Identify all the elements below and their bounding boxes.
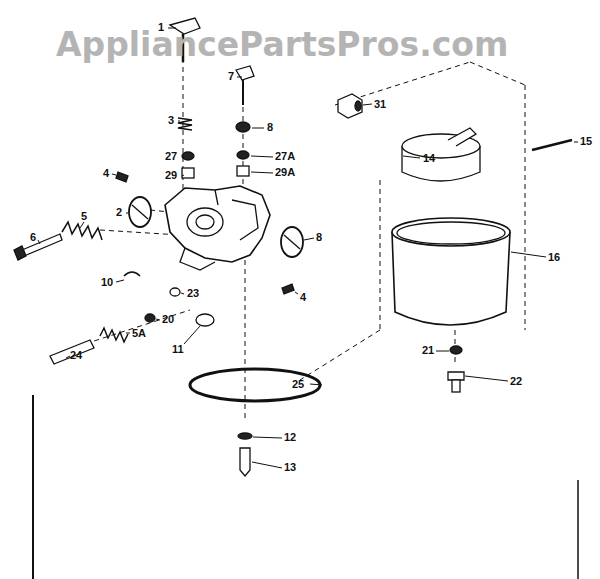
callout-number: 23 [187, 288, 199, 299]
callout-number: 14 [423, 153, 435, 164]
callout-number: 2 [116, 207, 122, 218]
callout-number: 27 [165, 151, 177, 162]
callout-number: 8 [267, 122, 273, 133]
callout-number: 4 [300, 292, 306, 303]
callout-number: 27A [275, 151, 295, 162]
callout-number: 11 [172, 344, 184, 355]
callout-number: 22 [510, 376, 522, 387]
callout-number: 13 [284, 462, 296, 473]
callout-number: 1 [158, 22, 164, 33]
callout-number: 7 [228, 71, 234, 82]
callout-number: 29A [275, 167, 295, 178]
callout-number: 21 [422, 345, 434, 356]
callout-number: 10 [101, 277, 113, 288]
callout-number: 24 [70, 350, 82, 361]
callout-number: 5 [81, 211, 87, 222]
callout-number: 31 [374, 99, 386, 110]
callout-number: 5A [132, 328, 146, 339]
callout-number: 8 [316, 232, 322, 243]
callout-number: 3 [168, 115, 174, 126]
callout-number: 15 [580, 136, 592, 147]
watermark: AppliancePartsPros.com [56, 28, 508, 61]
callout-number: 16 [548, 252, 560, 263]
callout-number: 4 [103, 168, 109, 179]
callout-number: 12 [284, 432, 296, 443]
callout-number: 29 [165, 170, 177, 181]
callout-number: 20 [162, 314, 174, 325]
callout-number: 6 [30, 232, 36, 243]
callout-number: 25 [292, 379, 304, 390]
